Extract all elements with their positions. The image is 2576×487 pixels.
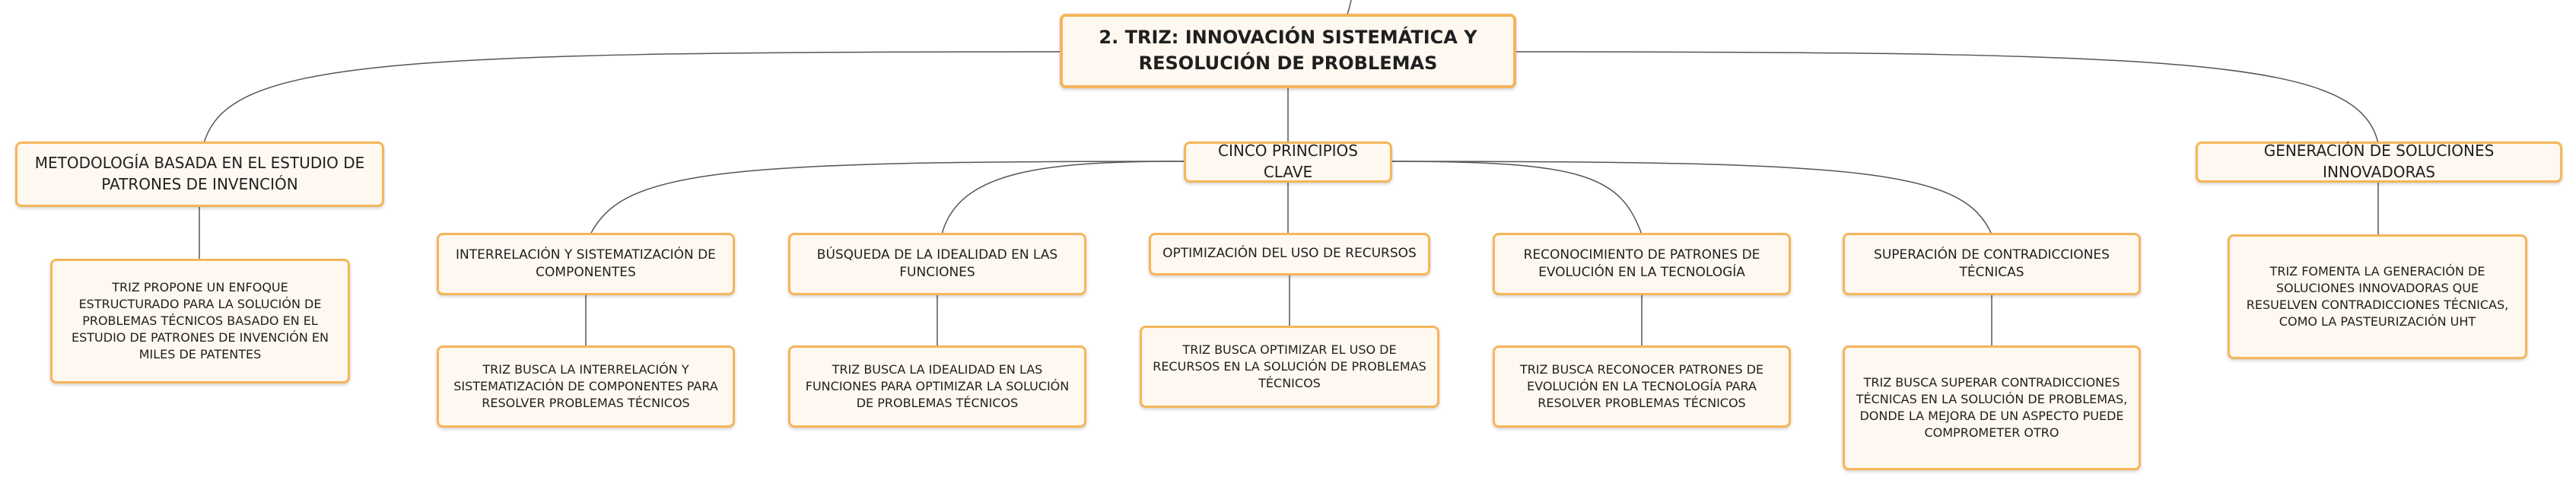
branch-methodology[interactable]: METODOLOGÍA BASADA EN EL ESTUDIO DE PATR…	[15, 142, 384, 207]
edge-center-to-principle-1	[590, 161, 1186, 235]
principle-interrelation[interactable]: INTERRELACIÓN Y SISTEMATIZACIÓN DE COMPO…	[437, 233, 735, 295]
principle-contradictions-label: SUPERACIÓN DE CONTRADICCIONES TÉCNICAS	[1874, 247, 2110, 280]
methodology-detail[interactable]: TRIZ PROPONE UN ENFOQUE ESTRUCTURADO PAR…	[50, 259, 350, 384]
edge-root-to-right	[1513, 51, 2379, 144]
principle-contradictions-detail[interactable]: TRIZ BUSCA SUPERAR CONTRADICCIONES TÉCNI…	[1843, 345, 2141, 470]
principle-interrelation-detail-text: TRIZ BUSCA LA INTERRELACIÓN Y SISTEMATIZ…	[453, 361, 718, 411]
branch-five-principles-label: CINCO PRINCIPIOS CLAVE	[1218, 142, 1358, 181]
edge-root-to-left	[203, 51, 1063, 144]
principle-contradictions[interactable]: SUPERACIÓN DE CONTRADICCIONES TÉCNICAS	[1843, 233, 2141, 295]
edge-center-to-principle-5	[1390, 161, 1992, 235]
branch-methodology-label: METODOLOGÍA BASADA EN EL ESTUDIO DE PATR…	[34, 154, 365, 193]
principle-ideality[interactable]: BÚSQUEDA DE LA IDEALIDAD EN LAS FUNCIONE…	[788, 233, 1086, 295]
branch-innovative-solutions-label: GENERACIÓN DE SOLUCIONES INNOVADORAS	[2263, 142, 2495, 181]
principle-ideality-detail[interactable]: TRIZ BUSCA LA IDEALIDAD EN LAS FUNCIONES…	[788, 345, 1086, 428]
root-topic[interactable]: 2. TRIZ: INNOVACIÓN SISTEMÁTICA Y RESOLU…	[1060, 14, 1516, 88]
principle-interrelation-detail[interactable]: TRIZ BUSCA LA INTERRELACIÓN Y SISTEMATIZ…	[437, 345, 735, 428]
principle-resources-detail[interactable]: TRIZ BUSCA OPTIMIZAR EL USO DE RECURSOS …	[1140, 326, 1439, 408]
branch-five-principles[interactable]: CINCO PRINCIPIOS CLAVE	[1184, 142, 1392, 183]
principle-evolution-patterns-detail-text: TRIZ BUSCA RECONOCER PATRONES DE EVOLUCI…	[1519, 361, 1764, 411]
innovative-solutions-detail[interactable]: TRIZ FOMENTA LA GENERACIÓN DE SOLUCIONES…	[2228, 234, 2527, 359]
principle-interrelation-label: INTERRELACIÓN Y SISTEMATIZACIÓN DE COMPO…	[456, 247, 716, 280]
principle-resources[interactable]: OPTIMIZACIÓN DEL USO DE RECURSOS	[1149, 233, 1430, 275]
principle-evolution-patterns-detail[interactable]: TRIZ BUSCA RECONOCER PATRONES DE EVOLUCI…	[1493, 345, 1791, 428]
principle-contradictions-detail-text: TRIZ BUSCA SUPERAR CONTRADICCIONES TÉCNI…	[1856, 374, 2128, 441]
principle-resources-detail-text: TRIZ BUSCA OPTIMIZAR EL USO DE RECURSOS …	[1153, 342, 1426, 391]
methodology-detail-text: TRIZ PROPONE UN ENFOQUE ESTRUCTURADO PAR…	[72, 279, 329, 362]
principle-evolution-patterns-label: RECONOCIMIENTO DE PATRONES DE EVOLUCIÓN …	[1523, 247, 1760, 280]
edge-center-to-principle-2	[941, 161, 1186, 235]
root-topic-label: 2. TRIZ: INNOVACIÓN SISTEMÁTICA Y RESOLU…	[1099, 27, 1477, 74]
edge-center-to-principle-4	[1390, 161, 1643, 235]
principle-resources-label: OPTIMIZACIÓN DEL USO DE RECURSOS	[1162, 246, 1417, 262]
principle-ideality-label: BÚSQUEDA DE LA IDEALIDAD EN LAS FUNCIONE…	[816, 247, 1058, 280]
principle-ideality-detail-text: TRIZ BUSCA LA IDEALIDAD EN LAS FUNCIONES…	[805, 361, 1070, 411]
branch-innovative-solutions[interactable]: GENERACIÓN DE SOLUCIONES INNOVADORAS	[2196, 142, 2562, 183]
innovative-solutions-detail-text: TRIZ FOMENTA LA GENERACIÓN DE SOLUCIONES…	[2246, 263, 2509, 329]
principle-evolution-patterns[interactable]: RECONOCIMIENTO DE PATRONES DE EVOLUCIÓN …	[1493, 233, 1791, 295]
